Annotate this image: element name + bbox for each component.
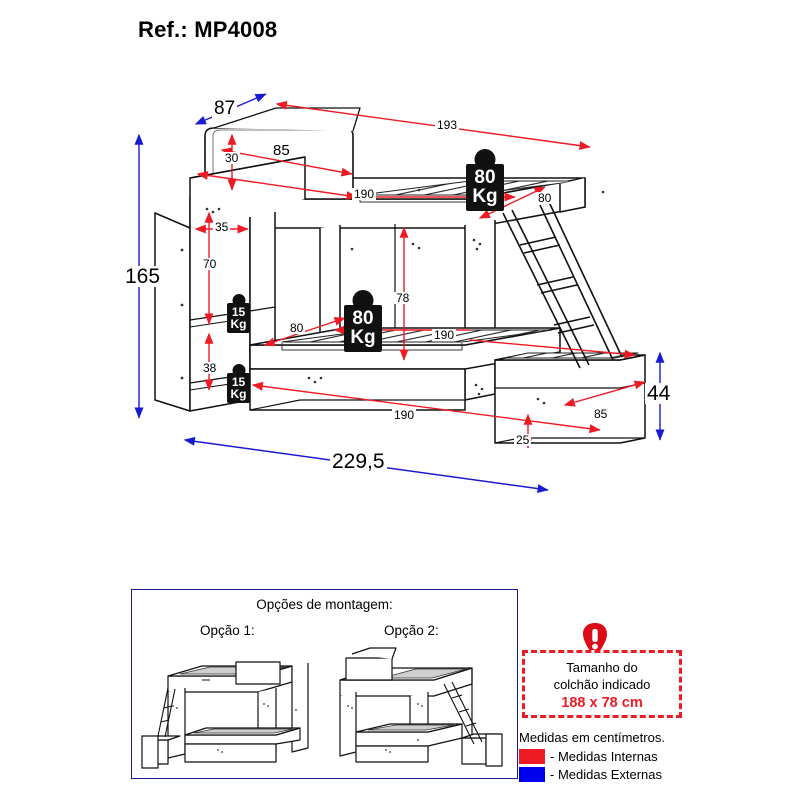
weight-badge-lower-shelf: 15 Kg xyxy=(227,364,250,403)
option-2-label: Opção 2: xyxy=(384,623,439,638)
legend-swatch-external xyxy=(519,767,545,782)
dim-trundle-height-44: 44 xyxy=(645,382,673,405)
dim-rail-height-30: 30 xyxy=(223,151,241,165)
weight-badge-top-bed: 80 Kg xyxy=(466,149,504,211)
legend: Medidas em centímetros. - Medidas Intern… xyxy=(519,730,719,785)
mattress-note-line-1: Tamanho do xyxy=(566,660,638,675)
badge-knob-icon xyxy=(232,294,245,307)
option-1-label: Opção 1: xyxy=(200,623,255,638)
legend-label-external: - Medidas Externas xyxy=(550,767,662,782)
dim-top-width-80: 80 xyxy=(536,191,554,205)
dim-step-25: 25 xyxy=(514,433,532,447)
weight-badge-upper-shelf: 15 Kg xyxy=(227,294,250,333)
dim-lower-compartment-38: 38 xyxy=(201,361,219,375)
option-1-illustration xyxy=(141,661,309,769)
dim-top-length-193: 193 xyxy=(435,118,460,132)
dim-lower-internal-190: 190 xyxy=(432,328,457,342)
dim-top-internal-190: 190 xyxy=(352,187,377,201)
dim-shelf-width-35: 35 xyxy=(213,220,231,234)
badge-knob-icon xyxy=(474,149,496,170)
legend-swatch-internal xyxy=(519,749,545,764)
option-2-illustration xyxy=(339,647,503,767)
assembly-options-panel: Opções de montagem: Opção 1: Opção 2: xyxy=(131,589,518,779)
legend-item-external: - Medidas Externas xyxy=(519,767,719,782)
dim-depth-87: 87 xyxy=(212,98,238,119)
dim-rail-length-85: 85 xyxy=(271,142,292,159)
dim-height-165: 165 xyxy=(123,265,163,288)
page-title: Ref.: MP4008 xyxy=(138,17,278,42)
legend-item-internal: - Medidas Internas xyxy=(519,749,719,764)
badge-knob-icon xyxy=(232,364,245,377)
mattress-note-line-2: colchão indicado xyxy=(553,676,651,692)
options-panel-title: Opções de montagem: xyxy=(256,597,393,612)
legend-units-note: Medidas em centímetros. xyxy=(519,730,665,745)
badge-knob-icon xyxy=(352,290,374,311)
dim-base-190: 190 xyxy=(392,408,417,422)
dim-upper-compartment-70: 70 xyxy=(201,257,219,271)
dim-trundle-width-85: 85 xyxy=(592,407,610,421)
dim-lower-width-80: 80 xyxy=(288,321,306,335)
exclamation-icon xyxy=(583,623,607,659)
mattress-size-note: Tamanho do colchão indicado 188 x 78 cm xyxy=(522,650,682,718)
legend-label-internal: - Medidas Internas xyxy=(550,749,658,764)
dim-clearance-78: 78 xyxy=(394,291,412,305)
mattress-size-value: 188 x 78 cm xyxy=(561,695,643,712)
dim-total-length-2295: 229,5 xyxy=(330,450,387,473)
weight-badge-lower-bed: 80 Kg xyxy=(344,290,382,352)
